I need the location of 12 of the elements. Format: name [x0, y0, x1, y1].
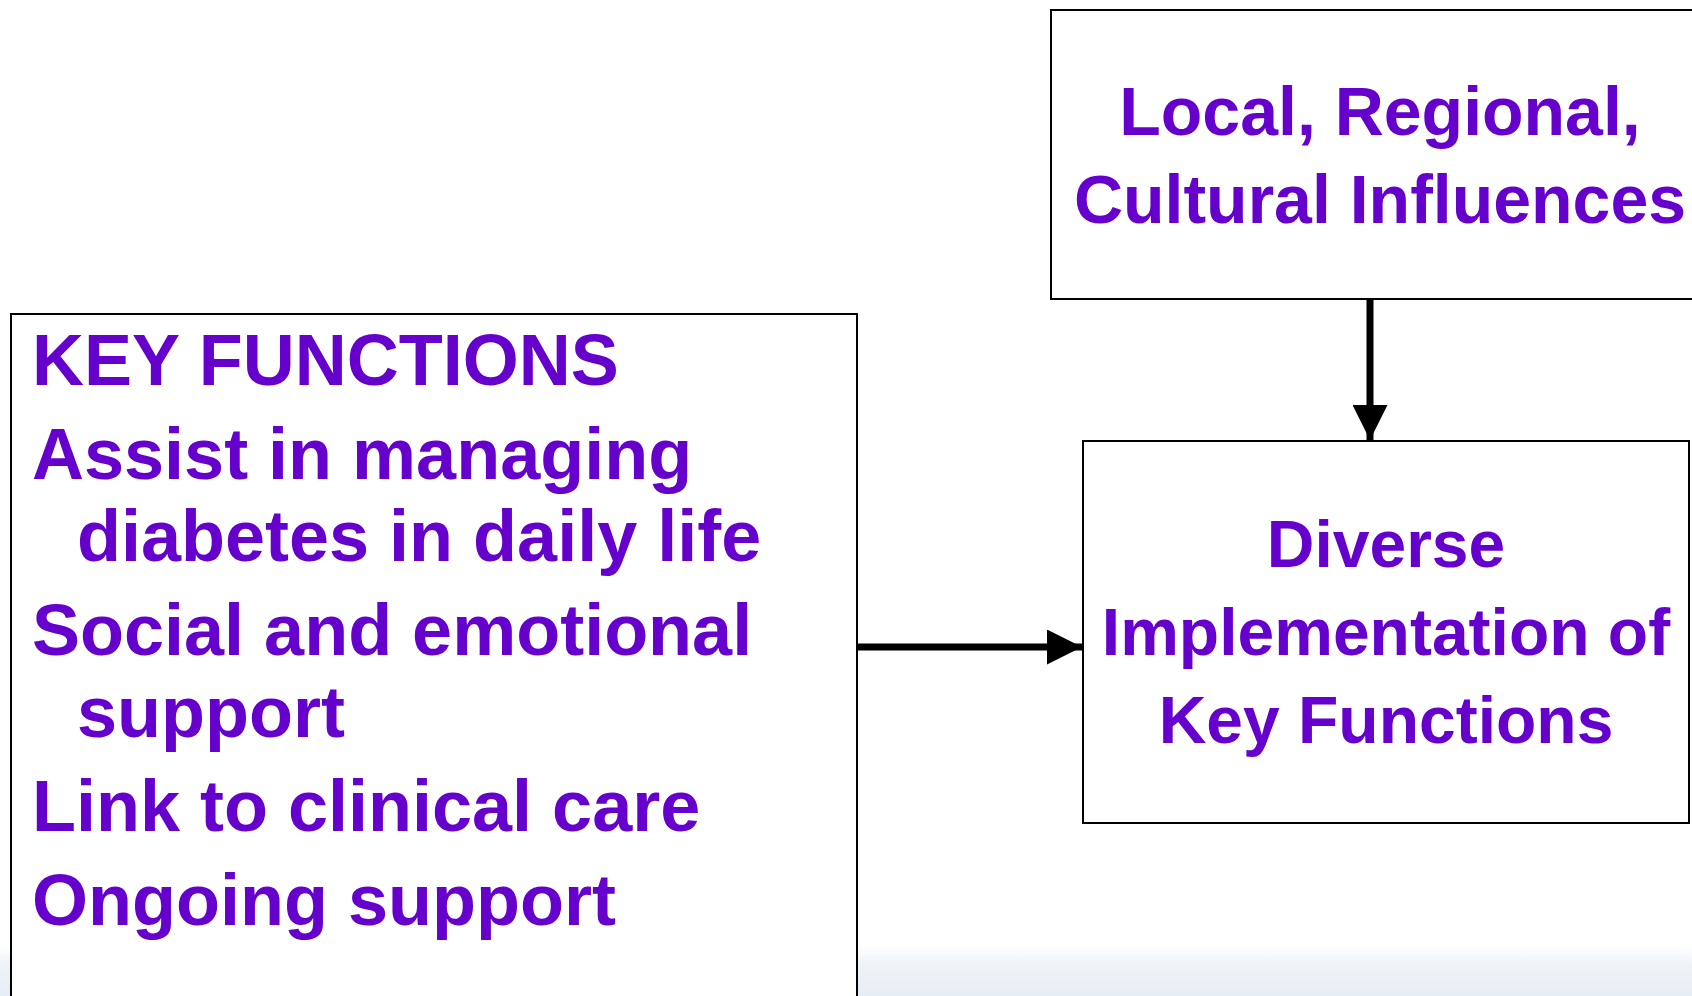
list-item: Assist in managing diabetes in daily life — [32, 413, 763, 577]
text-box — [1050, 9, 1692, 300]
list-item: Link to clinical care — [32, 765, 702, 847]
list-item: Social and emotional support — [32, 589, 754, 753]
text-box — [10, 313, 858, 996]
box-label: Local, Regional, Cultural Influences — [1072, 71, 1688, 239]
arrow — [1352, 300, 1388, 440]
heading: KEY FUNCTIONS — [32, 319, 620, 401]
text-box — [1082, 440, 1690, 824]
arrow — [858, 629, 1082, 665]
list-item: Ongoing support — [32, 859, 617, 941]
box-label: Diverse Implementation of Key Functions — [1100, 506, 1672, 759]
